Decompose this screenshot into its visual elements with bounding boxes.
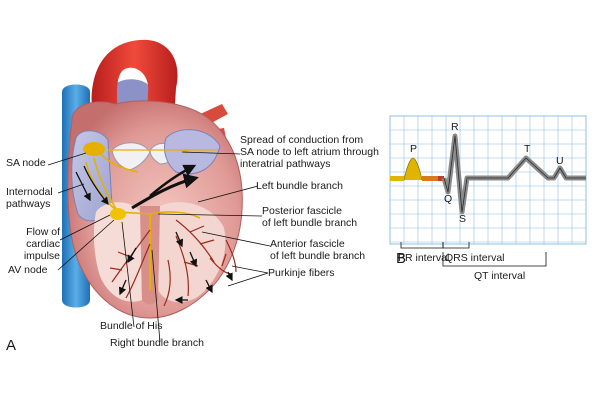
wave-label-u: U xyxy=(556,155,564,167)
label-internodal-pathways: Internodal pathways xyxy=(6,186,53,210)
left-ventricle xyxy=(158,202,226,303)
wave-label-q: Q xyxy=(444,193,453,205)
label-anterior-fascicle: Anterior fascicle of left bundle branch xyxy=(270,238,366,262)
label-right-bundle-branch: Right bundle branch xyxy=(110,337,204,349)
label-bundle-of-his: Bundle of His xyxy=(100,320,163,332)
ecg-panel xyxy=(389,115,587,267)
ecg-p-wave xyxy=(390,157,423,181)
wave-label-t: T xyxy=(524,143,531,155)
label-purkinje-fibers: Purkinje fibers xyxy=(268,267,335,279)
label-flow-of-cardiac-impulse: Flow of cardiac impulse xyxy=(23,226,60,262)
panel-label-b: B xyxy=(396,250,407,267)
wave-label-p: P xyxy=(410,143,418,155)
sa-node-shape xyxy=(83,142,105,156)
label-spread-of-conduction: Spread of conduction from SA node to lef… xyxy=(240,134,379,170)
label-posterior-fascicle: Posterior fascicle of left bundle branch xyxy=(262,205,358,229)
av-node-shape xyxy=(110,208,126,220)
label-av-node: AV node xyxy=(8,264,48,276)
wave-label-s: S xyxy=(459,213,467,225)
ecg-grid xyxy=(390,116,586,244)
label-sa-node: SA node xyxy=(6,157,46,169)
label-left-bundle-branch: Left bundle branch xyxy=(256,180,343,192)
conduction-arrows xyxy=(75,164,233,304)
label-qt-interval: QT interval xyxy=(474,270,526,282)
panel-label-a: A xyxy=(6,337,17,354)
leader-lines xyxy=(47,151,271,343)
label-qrs-interval: QRS interval xyxy=(445,252,505,264)
left-atrium xyxy=(163,129,221,175)
wave-label-r: R xyxy=(451,121,459,133)
heart-illustration xyxy=(62,39,243,319)
label-pr-interval: PR interval xyxy=(398,252,450,264)
ecg-pr-segment xyxy=(422,176,438,181)
interval-brackets xyxy=(400,242,547,267)
